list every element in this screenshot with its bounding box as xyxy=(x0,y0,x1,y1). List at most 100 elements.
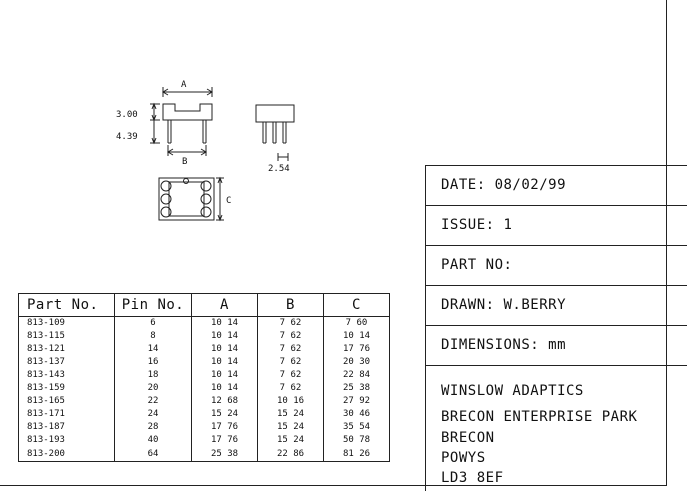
height-bottom-label: 4.39 xyxy=(116,132,138,142)
cell-part-no: 813-143 xyxy=(18,369,115,382)
cell-part-no: 813-165 xyxy=(18,395,115,408)
cell-a: 17 76 xyxy=(191,421,258,434)
cell-pin-no: 22 xyxy=(114,395,192,408)
frame-right-border xyxy=(666,0,667,486)
cell-b: 7 62 xyxy=(257,356,324,369)
header-c: C xyxy=(323,293,390,317)
cell-a: 10 14 xyxy=(191,330,258,343)
cell-b: 7 62 xyxy=(257,343,324,356)
cell-pin-no: 24 xyxy=(114,408,192,421)
address-line-2: BRECON xyxy=(441,430,495,446)
parts-table-header: Part No. Pin No. A B C xyxy=(18,293,390,317)
cell-a: 10 14 xyxy=(191,382,258,395)
cell-a: 10 14 xyxy=(191,343,258,356)
cell-a: 10 14 xyxy=(191,316,258,330)
cell-c: 81 26 xyxy=(323,447,390,462)
socket-drawing: A 3.00 4.39 B 2.54 C xyxy=(116,80,295,222)
header-a: A xyxy=(191,293,258,317)
cell-b: 15 24 xyxy=(257,434,324,447)
dimensions-row: DIMENSIONS: mm xyxy=(426,326,687,366)
cell-pin-no: 8 xyxy=(114,330,192,343)
drawn-field: DRAWN: W.BERRY xyxy=(441,297,567,313)
pitch-label: 2.54 xyxy=(268,164,290,174)
cell-b: 7 62 xyxy=(257,369,324,382)
cell-c: 7 60 xyxy=(323,316,390,330)
cell-part-no: 813-200 xyxy=(18,447,115,462)
cell-b: 22 86 xyxy=(257,447,324,462)
side-view-body xyxy=(162,103,213,121)
cell-part-no: 813-187 xyxy=(18,421,115,434)
end-view-body xyxy=(255,104,295,123)
cell-a: 10 14 xyxy=(191,356,258,369)
cell-c: 20 30 xyxy=(323,356,390,369)
frame-bottom-border xyxy=(0,485,667,486)
cell-c: 22 84 xyxy=(323,369,390,382)
cell-a: 25 38 xyxy=(191,447,258,462)
cell-b: 7 62 xyxy=(257,382,324,395)
cell-part-no: 813-137 xyxy=(18,356,115,369)
top-view-body xyxy=(158,177,215,221)
cell-a: 15 24 xyxy=(191,408,258,421)
address-line-4: LD3 8EF xyxy=(441,470,504,486)
cell-part-no: 813-159 xyxy=(18,382,115,395)
cell-a: 17 76 xyxy=(191,434,258,447)
part-no-row: PART NO: xyxy=(426,246,687,286)
cell-pin-no: 28 xyxy=(114,421,192,434)
cell-part-no: 813-121 xyxy=(18,343,115,356)
address-line-1: BRECON ENTERPRISE PARK xyxy=(441,409,638,425)
header-pin-no: Pin No. xyxy=(114,293,192,317)
cell-pin-no: 6 xyxy=(114,316,192,330)
cell-b: 10 16 xyxy=(257,395,324,408)
cell-pin-no: 40 xyxy=(114,434,192,447)
drawn-row: DRAWN: W.BERRY xyxy=(426,286,687,326)
cell-pin-no: 16 xyxy=(114,356,192,369)
issue-field: ISSUE: 1 xyxy=(441,217,513,233)
cell-a: 12 68 xyxy=(191,395,258,408)
cell-part-no: 813-171 xyxy=(18,408,115,421)
dim-c-label: C xyxy=(226,196,231,206)
date-row: DATE: 08/02/99 xyxy=(426,166,687,206)
header-part-no: Part No. xyxy=(18,293,115,317)
cell-a: 10 14 xyxy=(191,369,258,382)
cell-pin-no: 14 xyxy=(114,343,192,356)
address-line-3: POWYS xyxy=(441,450,486,466)
cell-c: 27 92 xyxy=(323,395,390,408)
cell-part-no: 813-109 xyxy=(18,316,115,330)
title-block: DATE: 08/02/99 ISSUE: 1 PART NO: DRAWN: … xyxy=(425,165,687,491)
cell-pin-no: 20 xyxy=(114,382,192,395)
cell-part-no: 813-193 xyxy=(18,434,115,447)
cell-c: 50 78 xyxy=(323,434,390,447)
cell-c: 30 46 xyxy=(323,408,390,421)
company-name: WINSLOW ADAPTICS xyxy=(441,383,584,399)
dim-a-label: A xyxy=(181,80,187,90)
issue-row: ISSUE: 1 xyxy=(426,206,687,246)
cell-part-no: 813-115 xyxy=(18,330,115,343)
cell-b: 7 62 xyxy=(257,316,324,330)
cell-c: 17 76 xyxy=(323,343,390,356)
header-b: B xyxy=(257,293,324,317)
date-field: DATE: 08/02/99 xyxy=(441,177,567,193)
dim-b-label: B xyxy=(182,157,187,167)
cell-c: 35 54 xyxy=(323,421,390,434)
dimensions-field: DIMENSIONS: mm xyxy=(441,337,567,353)
cell-c: 25 38 xyxy=(323,382,390,395)
cell-c: 10 14 xyxy=(323,330,390,343)
cell-b: 15 24 xyxy=(257,408,324,421)
cell-b: 15 24 xyxy=(257,421,324,434)
cell-pin-no: 18 xyxy=(114,369,192,382)
cell-pin-no: 64 xyxy=(114,447,192,462)
height-top-label: 3.00 xyxy=(116,110,138,120)
